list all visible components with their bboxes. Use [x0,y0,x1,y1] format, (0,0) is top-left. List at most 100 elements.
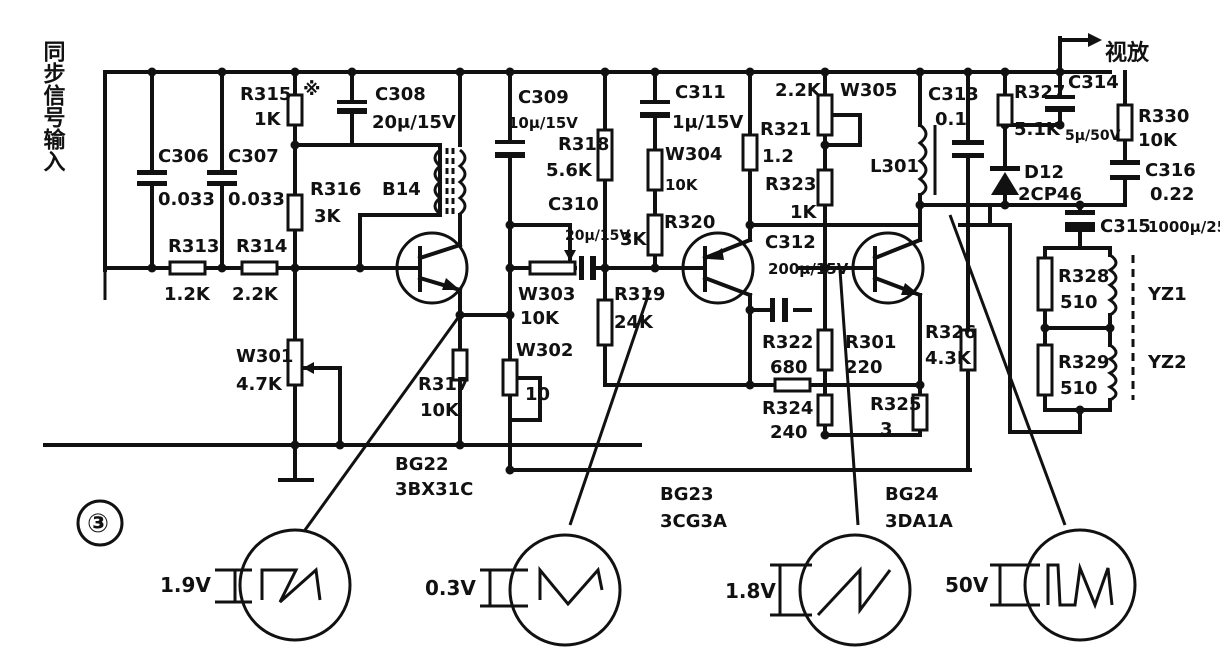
scope-3 [770,533,912,647]
r330-ref: R330 [1138,106,1189,127]
r329-val: 510 [1060,378,1098,399]
cap-c306 [137,170,167,175]
c314-val: 5μ/50V [1065,128,1121,144]
resistor-r330 [1116,103,1134,142]
resistor-w301 [286,338,304,387]
b14-ref: B14 [382,179,421,200]
w305-ref: W305 [840,80,897,101]
c310-ref: C310 [548,194,599,215]
d12-val: 2CP46 [1018,184,1082,205]
yz1-ref: YZ1 [1147,284,1187,305]
resistor-w305 [816,93,834,137]
c313-ref: C313 [928,84,979,105]
diode-d12 [990,148,1020,195]
l301-ref: L301 [870,156,919,177]
resistor-r313 [168,260,207,276]
w303-val: 10K [520,308,560,329]
c315-val: 1000μ/25V [1148,218,1220,236]
resistor-r325 [911,393,929,432]
cap-c313 [952,140,984,145]
r326-ref: R326 [925,322,976,343]
scope-4 [990,528,1137,642]
transistor-bg22 [393,231,469,305]
c306-val: 0.033 [158,189,215,210]
r321-val: 1.2 [762,146,794,167]
resistors [168,93,1134,432]
w302-val: 10 [525,384,550,405]
r327-ref: R327 [1014,82,1065,103]
w304-ref: W304 [665,144,722,165]
cap-c309 [495,140,525,144]
scope-2 [480,533,622,647]
r317-val: 10K [420,400,460,421]
r301-ref: R301 [845,332,896,353]
r330-val: 10K [1138,130,1178,151]
transistor-bg24 [851,231,925,305]
callout-lines [303,214,1067,531]
c309-ref: C309 [518,87,569,108]
resistor-r317 [451,348,469,382]
resistor-r324 [816,393,834,427]
c312-ref: C312 [765,232,816,253]
c307-val: 0.033 [228,189,285,210]
wave-3-amplitude: 1.8V [725,579,776,603]
w305-val: 2.2K [775,80,822,101]
r314-val: 2.2K [232,284,279,305]
c307-ref: C307 [228,146,279,167]
r313-ref: R313 [168,236,219,257]
transformer-b14 [433,148,467,218]
yz2-ref: YZ2 [1147,352,1187,373]
resistor-r329 [1036,343,1054,397]
figure-number-circle [76,499,124,547]
cap-c315 [1065,210,1095,215]
resistor-r316 [286,193,304,232]
input-label: 同步信号输入 [40,40,66,172]
resistor-r315 [286,93,304,127]
c314-ref: C314 [1068,72,1119,93]
resistor-w303 [528,260,577,276]
w302-ref: W302 [516,340,573,361]
r318-ref: R318 [558,134,609,155]
cap-c311 [640,100,670,104]
r318-val: 5.6K [546,160,593,181]
resistor-r323 [816,168,834,207]
c308-val: 20μ/15V [372,112,456,133]
d12-ref: D12 [1024,162,1064,183]
r325-ref: R325 [870,394,921,415]
c311-ref: C311 [675,82,726,103]
r326-val: 4.3K [925,348,972,369]
labels: 同步信号输入 视放 ③ R315 ※ 1K C308 20μ/15V C306 … [40,40,1220,603]
capacitors [137,95,1140,322]
wave-4-amplitude: 50V [945,573,989,597]
resistor-r328 [1036,256,1054,312]
r315-mark: ※ [303,79,321,100]
cap-c314 [1045,95,1075,99]
w301-ref: W301 [236,346,293,367]
resistor-r327 [996,93,1014,127]
resistor-r321 [741,133,759,172]
r317-ref: R317 [418,374,469,395]
r301-val: 220 [845,357,883,378]
c316-ref: C316 [1145,160,1196,181]
r328-ref: R328 [1058,266,1109,287]
wave-1-amplitude: 1.9V [160,573,211,597]
cap-c307 [207,170,237,175]
r315-val: 1K [254,109,282,130]
wave-2-amplitude: 0.3V [425,576,476,600]
c313-val: 0.1 [935,109,967,130]
r316-ref: R316 [310,179,361,200]
r319-val: 24K [614,312,654,333]
c306-ref: C306 [158,146,209,167]
yoke-coils [1106,253,1135,402]
resistor-r326 [959,328,977,372]
r323-ref: R323 [765,174,816,195]
r320-val: 3K [620,229,648,250]
c316-val: 0.22 [1150,184,1194,205]
r324-ref: R324 [762,398,813,419]
figure-number: ③ [87,509,109,539]
resistor-r314 [240,260,279,276]
r322-val: 680 [770,357,808,378]
resistor-w304 [646,148,664,192]
bg22-ref: BG22 [395,454,449,475]
